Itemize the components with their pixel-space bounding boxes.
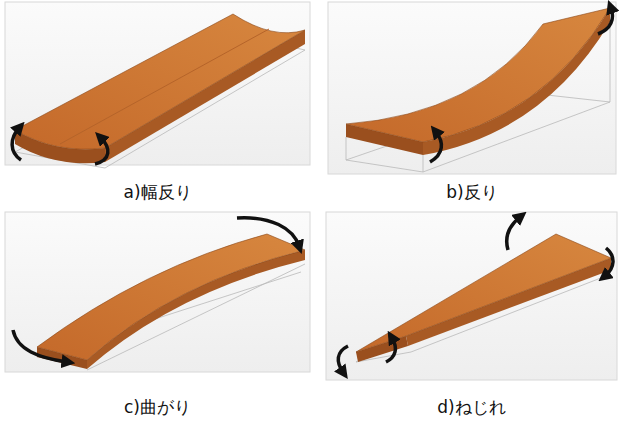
board-top [356, 234, 611, 352]
deform-arrow [386, 338, 395, 362]
panel-caption: d)ねじれ [433, 397, 509, 417]
deformation-panel: d)ねじれ [326, 212, 617, 417]
crooked-board [5, 212, 310, 372]
deform-arrow [507, 217, 520, 250]
board-groove [60, 29, 269, 144]
bowed-board [328, 2, 616, 174]
panel-background [5, 2, 310, 165]
twisted-board [326, 212, 617, 380]
panel-caption: a)幅反り [119, 182, 195, 202]
panel-background [5, 212, 310, 372]
panel-caption: c)曲がり [120, 397, 195, 417]
deformation-panel: a)幅反り [5, 2, 310, 202]
deform-arrow [12, 128, 21, 160]
deformation-panel: b)反り [328, 2, 616, 202]
deform-arrow [95, 138, 108, 164]
deform-arrow [13, 330, 67, 362]
deformation-panel: c)曲がり [5, 212, 310, 417]
panel-background [326, 212, 617, 380]
deform-arrow [430, 132, 441, 162]
deform-arrow [598, 8, 612, 34]
deform-arrow [237, 218, 299, 246]
board-top [15, 14, 305, 149]
panel-background [328, 2, 616, 174]
board-top [37, 234, 305, 360]
deform-arrow [338, 346, 348, 372]
board-top [346, 8, 610, 142]
cupped-board [5, 2, 310, 168]
panel-caption: b)反り [442, 182, 501, 202]
deform-arrow [605, 248, 613, 276]
